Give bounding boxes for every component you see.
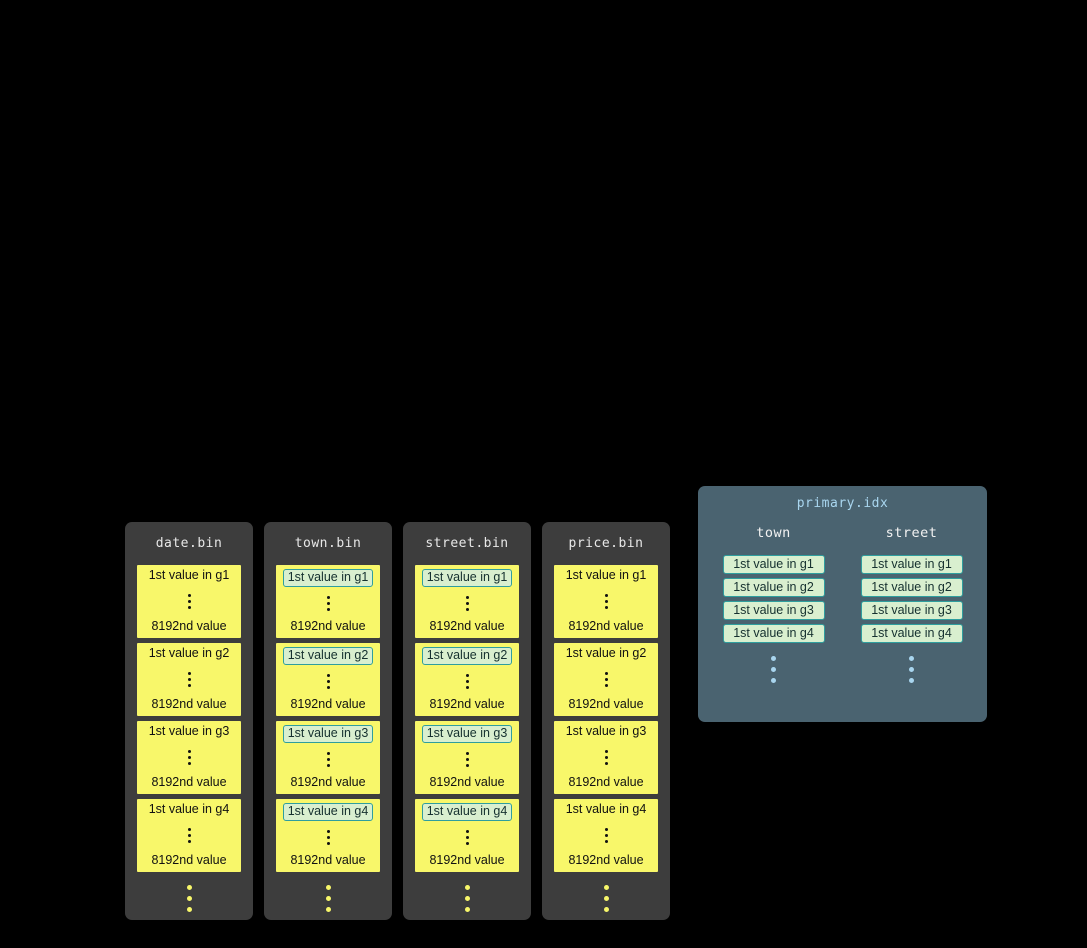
index-entry: 1st value in g4 — [860, 624, 963, 643]
index-entry: 1st value in g2 — [860, 578, 963, 597]
granule-first-value-highlighted: 1st value in g2 — [421, 647, 513, 665]
granule-last-value: 8192nd value — [568, 619, 644, 634]
granule-last-value: 8192nd value — [290, 619, 366, 634]
granule-first-value: 1st value in g4 — [565, 802, 647, 816]
granule-first-value: 1st value in g2 — [148, 646, 230, 660]
primary-index-title: primary.idx — [796, 496, 889, 511]
primary-index-panel: primary.idx town 1st value in g1 1st val… — [698, 486, 987, 722]
bin-file-title: date.bin — [155, 536, 223, 551]
granule-last-value: 8192nd value — [429, 853, 505, 868]
ellipsis-dots — [326, 596, 330, 612]
granule-first-value-highlighted: 1st value in g1 — [421, 569, 513, 587]
index-column-label: town — [756, 525, 791, 541]
granule-last-value: 8192nd value — [429, 697, 505, 712]
granule-last-value: 8192nd value — [151, 853, 227, 868]
granule-first-value-highlighted: 1st value in g3 — [421, 725, 513, 743]
granule-last-value: 8192nd value — [290, 697, 366, 712]
granule-last-value: 8192nd value — [290, 775, 366, 790]
ellipsis-dots — [187, 672, 191, 687]
bin-file-town: town.bin 1st value in g1 8192nd value 1s… — [264, 522, 392, 920]
ellipsis-dots — [604, 594, 608, 609]
granule-first-value: 1st value in g1 — [148, 568, 230, 582]
granule-g3: 1st value in g3 8192nd value — [137, 721, 241, 794]
index-entry: 1st value in g4 — [722, 624, 825, 643]
ellipsis-dots — [187, 828, 191, 843]
more-granules-dots — [603, 877, 609, 920]
ellipsis-dots — [326, 752, 330, 768]
granule-first-value-highlighted: 1st value in g2 — [282, 647, 374, 665]
ellipsis-dots — [465, 596, 469, 612]
index-entry: 1st value in g1 — [722, 555, 825, 574]
index-column-label: street — [885, 525, 938, 541]
granule-first-value-highlighted: 1st value in g4 — [282, 803, 374, 821]
granule-last-value: 8192nd value — [151, 619, 227, 634]
more-granules-dots — [325, 877, 331, 920]
bin-file-street: street.bin 1st value in g1 8192nd value … — [403, 522, 531, 920]
ellipsis-dots — [604, 828, 608, 843]
granule-g4: 1st value in g4 8192nd value — [276, 799, 380, 872]
ellipsis-dots — [604, 750, 608, 765]
granule-g3: 1st value in g3 8192nd value — [276, 721, 380, 794]
ellipsis-dots — [465, 752, 469, 768]
granule-g1: 1st value in g1 8192nd value — [137, 565, 241, 638]
bin-file-title: town.bin — [294, 536, 362, 551]
granule-first-value: 1st value in g3 — [148, 724, 230, 738]
granule-first-value-highlighted: 1st value in g3 — [282, 725, 374, 743]
granule-last-value: 8192nd value — [151, 775, 227, 790]
bin-file-title: price.bin — [568, 536, 644, 551]
ellipsis-dots — [326, 830, 330, 846]
granule-g3: 1st value in g3 8192nd value — [554, 721, 658, 794]
granule-last-value: 8192nd value — [429, 775, 505, 790]
granule-g2: 1st value in g2 8192nd value — [137, 643, 241, 716]
ellipsis-dots — [187, 594, 191, 609]
granule-last-value: 8192nd value — [290, 853, 366, 868]
ellipsis-dots — [465, 674, 469, 690]
granule-g4: 1st value in g4 8192nd value — [137, 799, 241, 872]
more-granules-dots — [464, 877, 470, 920]
granule-g4: 1st value in g4 8192nd value — [415, 799, 519, 872]
granule-last-value: 8192nd value — [429, 619, 505, 634]
more-entries-dots — [909, 656, 914, 683]
granule-first-value: 1st value in g2 — [565, 646, 647, 660]
granule-first-value: 1st value in g3 — [565, 724, 647, 738]
granule-g1: 1st value in g1 8192nd value — [415, 565, 519, 638]
index-column-street: street 1st value in g1 1st value in g2 1… — [860, 525, 963, 683]
granule-g1: 1st value in g1 8192nd value — [276, 565, 380, 638]
more-granules-dots — [186, 877, 192, 920]
granule-first-value: 1st value in g1 — [565, 568, 647, 582]
granule-first-value-highlighted: 1st value in g4 — [421, 803, 513, 821]
index-entry: 1st value in g3 — [722, 601, 825, 620]
granule-first-value-highlighted: 1st value in g1 — [282, 569, 374, 587]
bin-file-title: street.bin — [425, 536, 509, 551]
more-entries-dots — [771, 656, 776, 683]
granule-last-value: 8192nd value — [151, 697, 227, 712]
index-entry: 1st value in g2 — [722, 578, 825, 597]
bin-file-price: price.bin 1st value in g1 8192nd value 1… — [542, 522, 670, 920]
ellipsis-dots — [604, 672, 608, 687]
granule-g2: 1st value in g2 8192nd value — [415, 643, 519, 716]
granule-g3: 1st value in g3 8192nd value — [415, 721, 519, 794]
granule-g2: 1st value in g2 8192nd value — [554, 643, 658, 716]
granule-g4: 1st value in g4 8192nd value — [554, 799, 658, 872]
granule-g1: 1st value in g1 8192nd value — [554, 565, 658, 638]
ellipsis-dots — [187, 750, 191, 765]
index-column-town: town 1st value in g1 1st value in g2 1st… — [722, 525, 825, 683]
granule-last-value: 8192nd value — [568, 775, 644, 790]
primary-index-columns: town 1st value in g1 1st value in g2 1st… — [698, 525, 987, 683]
granule-g2: 1st value in g2 8192nd value — [276, 643, 380, 716]
index-entry: 1st value in g1 — [860, 555, 963, 574]
ellipsis-dots — [326, 674, 330, 690]
granule-last-value: 8192nd value — [568, 697, 644, 712]
bin-file-date: date.bin 1st value in g1 8192nd value 1s… — [125, 522, 253, 920]
granule-last-value: 8192nd value — [568, 853, 644, 868]
ellipsis-dots — [465, 830, 469, 846]
granule-first-value: 1st value in g4 — [148, 802, 230, 816]
index-entry: 1st value in g3 — [860, 601, 963, 620]
